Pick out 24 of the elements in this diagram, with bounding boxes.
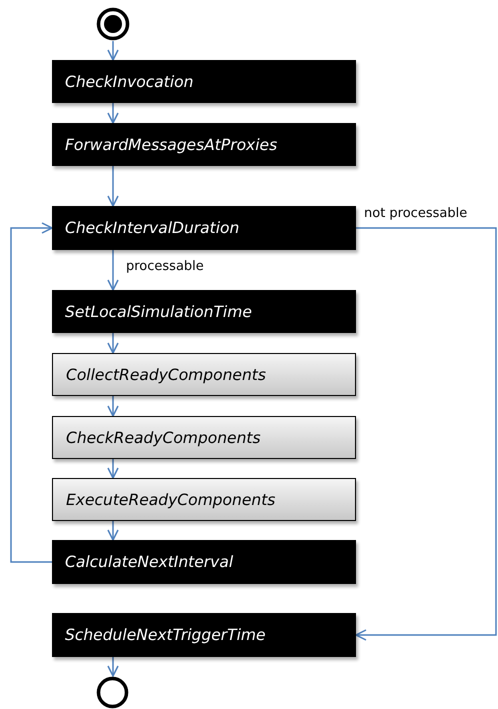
arrow xyxy=(10,222,53,563)
arrow xyxy=(107,396,119,417)
edge-label: processable xyxy=(124,259,206,274)
arrow xyxy=(355,227,497,641)
action-box: CalculateNextInterval xyxy=(52,540,356,584)
action-box: ScheduleNextTriggerTime xyxy=(52,613,356,657)
arrow xyxy=(107,103,119,124)
edge-label: not processable xyxy=(362,206,470,221)
action-box: SetLocalSimulationTime xyxy=(52,290,356,333)
action-box: ForwardMessagesAtProxies xyxy=(52,123,356,166)
arrow xyxy=(107,166,119,207)
arrow xyxy=(107,250,119,291)
arrow xyxy=(107,333,119,354)
action-box: CheckInvocation xyxy=(52,60,356,103)
arrow xyxy=(107,521,119,541)
action-box: CheckReadyComponents xyxy=(52,416,356,459)
initial-node xyxy=(96,7,130,41)
arrow xyxy=(107,41,119,61)
arrow xyxy=(107,657,119,677)
action-box: ExecuteReadyComponents xyxy=(52,478,356,521)
arrow xyxy=(107,459,119,479)
action-box: CheckIntervalDuration xyxy=(52,206,356,250)
final-node xyxy=(96,676,129,709)
action-box: CollectReadyComponents xyxy=(52,353,356,396)
